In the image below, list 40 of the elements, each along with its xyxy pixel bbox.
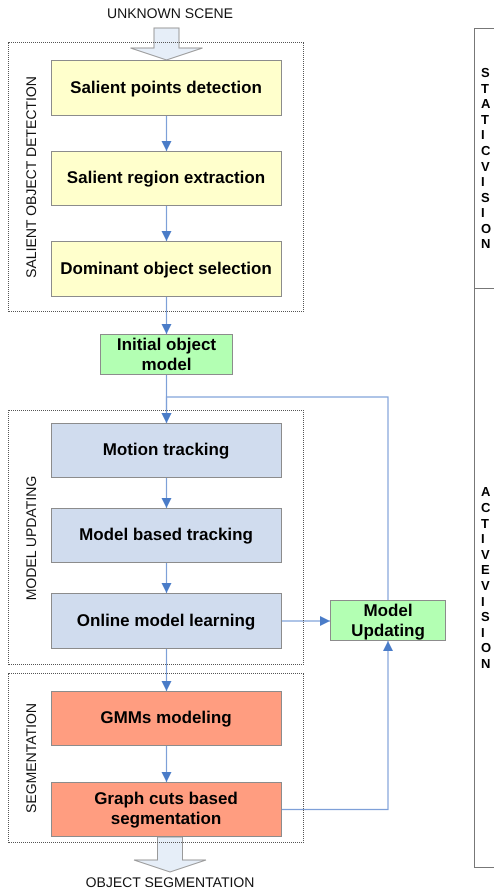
process-box (50, 592, 282, 648)
group-title: MODEL UPDATING (23, 475, 39, 600)
process-box (100, 334, 233, 375)
arrow (282, 616, 330, 626)
process-box (50, 422, 282, 478)
box-label: Model Updating (350, 600, 426, 640)
box-label: Online model learning (76, 610, 256, 630)
process-box (50, 240, 282, 296)
arrow (162, 297, 172, 334)
process-box (50, 782, 282, 836)
arrow (162, 746, 172, 782)
box-label: Model based tracking (79, 525, 253, 545)
block-arrow (130, 28, 203, 61)
box-label: Salient points detection (70, 78, 262, 98)
arrow (162, 206, 172, 241)
process-box (330, 600, 446, 641)
box-label: GMMs modeling (100, 708, 232, 728)
box-label: Motion tracking (102, 440, 230, 460)
process-box (50, 690, 282, 746)
block-arrow (134, 836, 206, 873)
group-title: SEGMENTATION (23, 703, 39, 813)
dotted-group-frame (8, 673, 304, 843)
group-title: SALIENT OBJECT DETECTION (23, 76, 39, 278)
box-label: Initial object model (116, 334, 218, 374)
arrow (162, 478, 172, 508)
arrow (162, 649, 172, 691)
flow-label: OBJECT SEGMENTATION (86, 874, 254, 890)
dotted-group-frame (8, 42, 304, 312)
process-box (50, 150, 282, 206)
arrow (162, 116, 172, 151)
box-label: Salient region extraction (66, 168, 266, 188)
dotted-group-frame (8, 410, 304, 665)
box-label: Dominant object selection (60, 258, 272, 278)
arrow (162, 396, 389, 600)
process-box (50, 60, 282, 116)
arrow (282, 641, 393, 810)
process-box (50, 508, 282, 562)
arrow (162, 563, 172, 593)
flow-label: UNKNOWN SCENE (106, 5, 233, 21)
box-label: Graph cuts based segmentation (93, 789, 239, 829)
